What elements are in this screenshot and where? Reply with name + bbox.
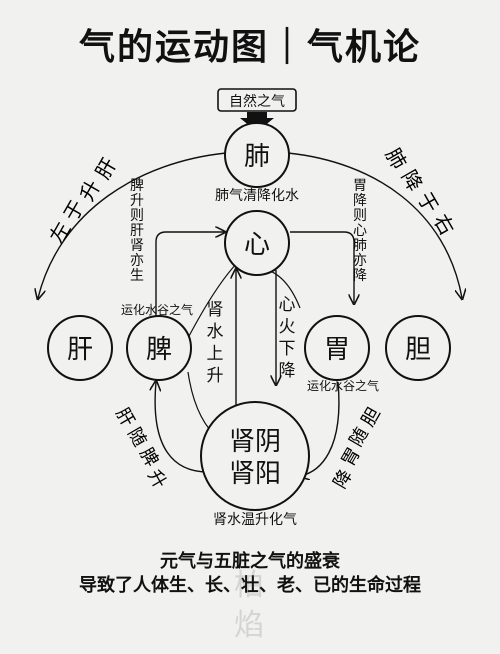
kidney-caption: 肾水温升化气	[213, 512, 297, 528]
source-box	[217, 88, 297, 112]
stomach-label: 胃	[324, 335, 350, 365]
heart-fire-descends-text: 心火下降	[279, 295, 296, 381]
arc-left	[38, 152, 227, 298]
svg-text:左: 左	[45, 218, 76, 247]
lung-label: 肺	[244, 142, 270, 172]
svg-text:肝: 肝	[111, 404, 138, 430]
svg-text:升: 升	[143, 466, 170, 492]
svg-text:肝: 肝	[91, 154, 122, 183]
svg-text:于: 于	[59, 196, 90, 225]
kidney-node	[200, 401, 310, 511]
svg-text:随: 随	[123, 424, 150, 450]
spleen-heart-link	[187, 261, 239, 339]
page-title: 气的运动图｜气机论	[78, 26, 421, 68]
spleen-rises-text: 脾升则肝肾亦生	[130, 178, 144, 284]
stomach-node	[304, 315, 370, 381]
svg-text:右: 右	[429, 210, 460, 239]
kidney-yang-label: 肾阳	[229, 459, 281, 489]
spleen-node	[126, 315, 192, 381]
loop-right-down	[290, 231, 354, 303]
lung-caption: 肺气清降化水	[215, 188, 299, 204]
gallbladder-node	[385, 315, 451, 381]
caption-line-1: 元气与五脏之气的盛衰	[160, 551, 340, 572]
caption-line-2: 导致了人体生、长、壮、老、已的生命过程	[79, 575, 421, 596]
svg-text:降: 降	[397, 166, 428, 195]
liver-label: 肝	[67, 335, 93, 365]
watermark-seal: 柏焰	[234, 568, 264, 643]
svg-text:胆: 胆	[358, 404, 385, 430]
svg-text:于: 于	[413, 188, 444, 217]
lung-node	[224, 122, 290, 188]
stomach-transform-label: 运化水谷之气	[307, 378, 379, 393]
heart-label: 心	[244, 230, 270, 260]
spleen-transform-label: 运化水谷之气	[121, 302, 193, 317]
source-label: 自然之气	[229, 93, 285, 110]
loop-left-up	[155, 232, 224, 330]
arc-right	[287, 152, 462, 298]
kidney-yin-label: 肾阴	[229, 427, 281, 457]
svg-text:降: 降	[330, 466, 357, 492]
svg-text:肺: 肺	[381, 144, 412, 173]
svg-text:脾: 脾	[135, 444, 162, 470]
kidney-water-rises-text: 肾水上升	[207, 300, 224, 386]
liver-node	[47, 315, 113, 381]
gallbladder-label: 胆	[405, 335, 431, 365]
lower-left-arc	[155, 382, 209, 473]
spleen-label: 脾	[146, 335, 172, 365]
heart-node	[224, 210, 290, 276]
stomach-descends-text: 胃降则心肺亦降	[353, 178, 367, 284]
